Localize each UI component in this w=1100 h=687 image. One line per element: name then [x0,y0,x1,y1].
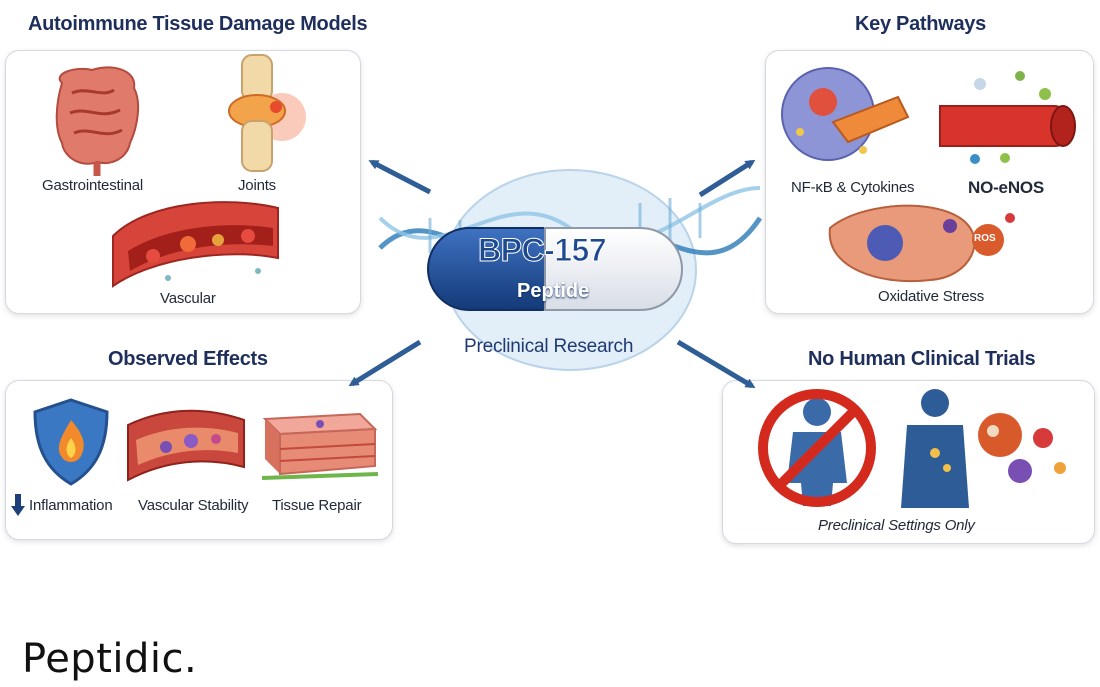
effect-label-vascular-stability: Vascular Stability [138,497,249,514]
oxidative-cell-icon [828,204,1015,283]
pill-subtitle: Peptide [517,280,590,302]
pathway-label-oxidative: Oxidative Stress [878,288,985,305]
knee-joint-icon [228,54,306,172]
tissue-repair-icon [261,412,379,480]
effect-label-inflammation: Inflammation [29,497,113,514]
blood-vessel-icon [112,201,279,288]
brand-wordmark: Peptidic. [22,636,198,682]
pathways-heading: Key Pathways [855,13,986,35]
models-heading: Autoimmune Tissue Damage Models [28,13,368,35]
pathway-label-no-enos: NO-eNOS [968,178,1045,197]
cell-cytokine-icon [781,67,910,161]
center-caption: Preclinical Research [464,336,634,357]
pill-title: BPC-157 [477,232,607,269]
down-arrow-icon [11,494,25,516]
pathway-label-nfkb: NF-κB & Cytokines [791,179,915,196]
intestine-icon [55,66,140,176]
model-label-vascular: Vascular [160,290,216,307]
trials-heading: No Human Clinical Trials [808,348,1036,370]
center-graphic [378,169,763,371]
effects-heading: Observed Effects [108,348,268,370]
model-label-gastrointestinal: Gastrointestinal [42,177,144,194]
ros-badge: ROS [974,233,996,244]
shield-flame-icon [33,398,109,486]
model-label-joints: Joints [238,177,276,194]
human-cells-icon [901,389,1066,508]
trials-caption: Preclinical Settings Only [818,517,975,534]
no-vessel-icon [939,71,1076,164]
effect-label-tissue-repair: Tissue Repair [272,497,362,514]
prohibited-human-icon [758,389,876,507]
vessel-stability-icon [127,409,245,482]
